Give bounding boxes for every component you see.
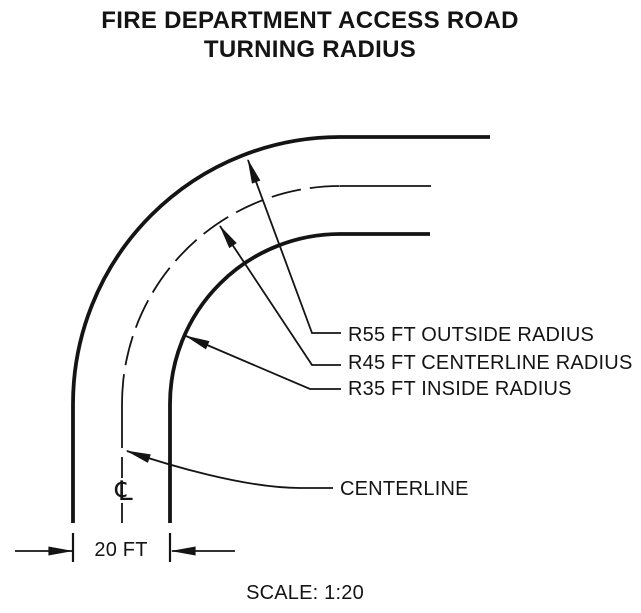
- road-width-label: 20 FT: [94, 539, 148, 561]
- page-title: FIRE DEPARTMENT ACCESS ROAD TURNING RADI…: [0, 6, 620, 64]
- road-centerline-arc: [121, 185, 341, 405]
- inside-radius-leader: [184, 335, 341, 390]
- outside-road-edge: [71, 135, 490, 523]
- centerline-radius-leader: [219, 224, 341, 366]
- centerline-label: CENTERLINE: [340, 478, 469, 500]
- outside-radius-label: R55 FT OUTSIDE RADIUS: [348, 324, 595, 346]
- centerline-symbol-icon: ℄: [115, 476, 133, 507]
- outside-radius-leader: [247, 158, 341, 334]
- inside-road-edge: [168, 232, 430, 523]
- inside-radius-label: R35 FT INSIDE RADIUS: [348, 378, 572, 400]
- page-title-line1: FIRE DEPARTMENT ACCESS ROAD: [101, 7, 519, 34]
- page-title-line2: TURNING RADIUS: [203, 36, 417, 63]
- centerline-leader: [125, 450, 333, 489]
- scale-label: SCALE: 1:20: [246, 582, 364, 604]
- centerline-radius-label: R45 FT CENTERLINE RADIUS: [348, 352, 633, 374]
